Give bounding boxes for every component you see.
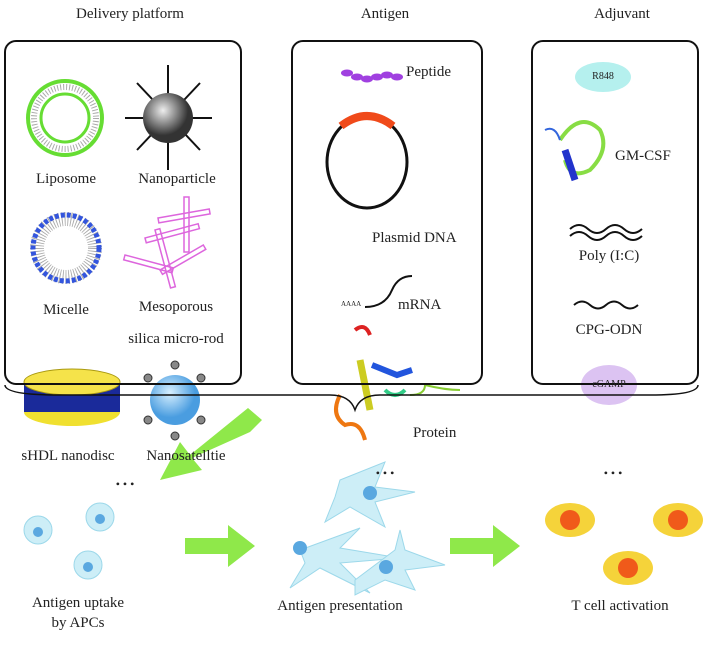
nanoparticle-icon (125, 65, 212, 170)
apc-cells (23, 461, 446, 596)
more-antigen: • • • (375, 466, 395, 480)
label-plasmid-dna: Plasmid DNA (372, 230, 457, 246)
gm-csf-icon (544, 120, 606, 182)
label-liposome: Liposome (36, 171, 96, 187)
label-nanoparticle: Nanoparticle (138, 171, 216, 187)
label-peptide: Peptide (406, 64, 451, 80)
label-cpg-odn: CPG-ODN (575, 322, 643, 338)
label-antigen-presentation: Antigen presentation (277, 598, 403, 614)
more-delivery: • • • (115, 477, 135, 491)
t-cells (545, 503, 703, 585)
arrow-icon (160, 408, 520, 567)
silica-rod-icon (122, 196, 211, 289)
label-protein: Protein (413, 425, 457, 441)
label-gm-csf: GM-CSF (615, 148, 671, 164)
label-shdl-nanodisc: sHDL nanodisc (21, 448, 115, 464)
label-cgamp: cGAMP (592, 379, 626, 390)
delivery-platform-box (4, 40, 242, 385)
nanosatellite-icon (143, 360, 206, 441)
label-silica-micro-rod: silica micro-rod (128, 331, 224, 347)
mrna-icon (364, 275, 413, 308)
label-antigen-uptake: Antigen uptake (31, 595, 125, 611)
r848-badge (575, 62, 631, 92)
antigen-box (291, 40, 483, 385)
adjuvant-box (531, 40, 699, 385)
label-r848: R848 (592, 71, 614, 82)
cpg-odn-icon (573, 300, 639, 310)
label-nanosatellite: Nanosatelltie (146, 448, 226, 464)
label-mesoporous: Mesoporous (138, 299, 214, 315)
liposome-icon (26, 79, 104, 157)
header-delivery-platform: Delivery platform (76, 6, 184, 22)
brace (4, 384, 699, 413)
header-adjuvant: Adjuvant (594, 6, 650, 22)
label-mrna: mRNA (398, 297, 442, 313)
label-by-apcs: by APCs (51, 615, 105, 631)
nanodisc-icon (23, 368, 121, 426)
label-t-cell-activation: T cell activation (571, 598, 669, 614)
label-micelle: Micelle (43, 302, 89, 318)
header-antigen: Antigen (360, 6, 410, 22)
micelle-icon (30, 212, 102, 284)
poly-ic-icon (569, 224, 643, 241)
peptide-icon (341, 69, 403, 83)
more-adjuvant: • • • (603, 466, 623, 480)
label-poly-ic: Poly (I:C) (578, 248, 640, 264)
label-poly-a: AAAA (341, 300, 362, 308)
plasmid-icon (325, 112, 409, 210)
